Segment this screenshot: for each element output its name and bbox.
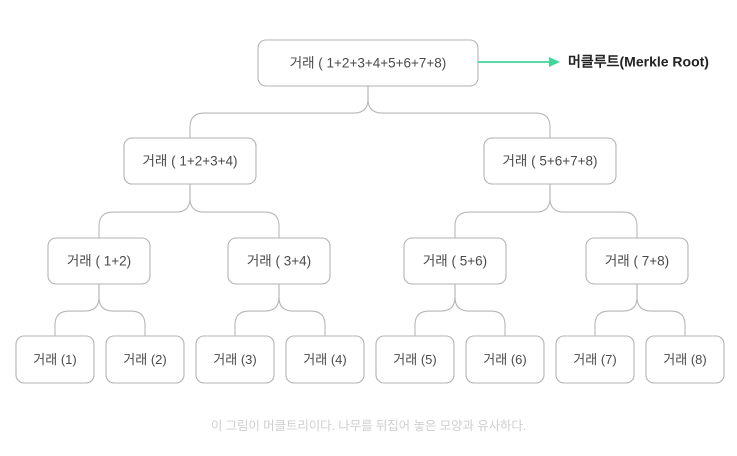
node-box-n3-4 — [227, 237, 331, 285]
node-box-n5-8 — [483, 137, 617, 185]
node-box-t4 — [285, 335, 365, 384]
tree-node-t2[interactable]: 거래 (2) — [105, 335, 185, 384]
node-label-t3: 거래 (3) — [213, 352, 256, 367]
tree-edge-n1-2-to-t1 — [54, 283, 100, 337]
tree-node-t7[interactable]: 거래 (7) — [555, 335, 635, 384]
node-label-t6: 거래 (6) — [483, 352, 526, 367]
node-label-t7: 거래 (7) — [573, 352, 616, 367]
node-box-n1-8 — [257, 39, 479, 87]
node-box-t5 — [375, 335, 455, 384]
tree-node-n1-4[interactable]: 거래 ( 1+2+3+4) — [123, 137, 257, 185]
tree-node-t3[interactable]: 거래 (3) — [195, 335, 275, 384]
tree-node-n7-8[interactable]: 거래 ( 7+8) — [585, 237, 689, 285]
node-box-t2 — [105, 335, 185, 384]
tree-edge-n1-2-to-t2 — [98, 283, 146, 337]
node-box-n1-2 — [47, 237, 151, 285]
tree-edge-n1-8-to-n1-4 — [189, 85, 369, 139]
tree-edge-n7-8-to-t8 — [636, 283, 686, 337]
tree-edge-n3-4-to-t4 — [278, 283, 326, 337]
tree-node-t5[interactable]: 거래 (5) — [375, 335, 455, 384]
node-label-n1-2: 거래 ( 1+2) — [67, 254, 131, 269]
node-box-t3 — [195, 335, 275, 384]
node-layer: 거래 ( 1+2+3+4+5+6+7+8) 거래 ( 1+2+3+4) 거래 ( 5… — [15, 39, 725, 384]
merkle-root-annotation-label: 머클루트(Merkle Root) — [568, 54, 709, 70]
tree-edge-n1-8-to-n5-8 — [367, 85, 551, 139]
node-box-n1-4 — [123, 137, 257, 185]
tree-node-n5-6[interactable]: 거래 ( 5+6) — [403, 237, 507, 285]
tree-node-n3-4[interactable]: 거래 ( 3+4) — [227, 237, 331, 285]
node-label-t2: 거래 (2) — [123, 352, 166, 367]
node-box-n5-6 — [403, 237, 507, 285]
node-label-n5-6: 거래 ( 5+6) — [423, 254, 487, 269]
tree-edge-n7-8-to-t7 — [594, 283, 638, 337]
node-label-n1-8: 거래 ( 1+2+3+4+5+6+7+8) — [290, 56, 447, 71]
tree-node-t1[interactable]: 거래 (1) — [15, 335, 95, 384]
tree-node-t8[interactable]: 거래 (8) — [645, 335, 725, 384]
tree-edge-n5-8-to-n7-8 — [549, 183, 638, 239]
node-box-t7 — [555, 335, 635, 384]
tree-node-t4[interactable]: 거래 (4) — [285, 335, 365, 384]
node-box-t6 — [465, 335, 545, 384]
node-label-n5-8: 거래 ( 5+6+7+8) — [502, 154, 597, 169]
node-label-n3-4: 거래 ( 3+4) — [247, 254, 311, 269]
tree-node-t6[interactable]: 거래 (6) — [465, 335, 545, 384]
tree-edge-n1-4-to-n3-4 — [189, 183, 280, 239]
node-box-n7-8 — [585, 237, 689, 285]
tree-edge-n5-6-to-t5 — [414, 283, 456, 337]
tree-edge-n5-6-to-t6 — [454, 283, 506, 337]
node-label-t1: 거래 (1) — [33, 352, 76, 367]
node-label-t8: 거래 (8) — [663, 352, 706, 367]
node-label-n7-8: 거래 ( 7+8) — [605, 254, 669, 269]
merkle-root-arrow-head-icon — [549, 57, 560, 67]
connector-layer — [54, 85, 686, 337]
tree-node-n5-8[interactable]: 거래 ( 5+6+7+8) — [483, 137, 617, 185]
tree-node-n1-8[interactable]: 거래 ( 1+2+3+4+5+6+7+8) — [257, 39, 479, 87]
tree-edge-n3-4-to-t3 — [234, 283, 280, 337]
tree-node-n1-2[interactable]: 거래 ( 1+2) — [47, 237, 151, 285]
tree-edge-n1-4-to-n1-2 — [98, 183, 191, 239]
node-label-n1-4: 거래 ( 1+2+3+4) — [142, 154, 237, 169]
node-label-t5: 거래 (5) — [393, 352, 436, 367]
node-label-t4: 거래 (4) — [303, 352, 346, 367]
node-box-t8 — [645, 335, 725, 384]
node-box-t1 — [15, 335, 95, 384]
tree-edge-n5-8-to-n5-6 — [454, 183, 551, 239]
diagram-caption: 이 그림이 머클트리이다. 나무를 뒤집어 놓은 모양과 유사하다. — [210, 419, 527, 433]
merkle-root-arrow: 머클루트(Merkle Root) — [478, 54, 709, 70]
